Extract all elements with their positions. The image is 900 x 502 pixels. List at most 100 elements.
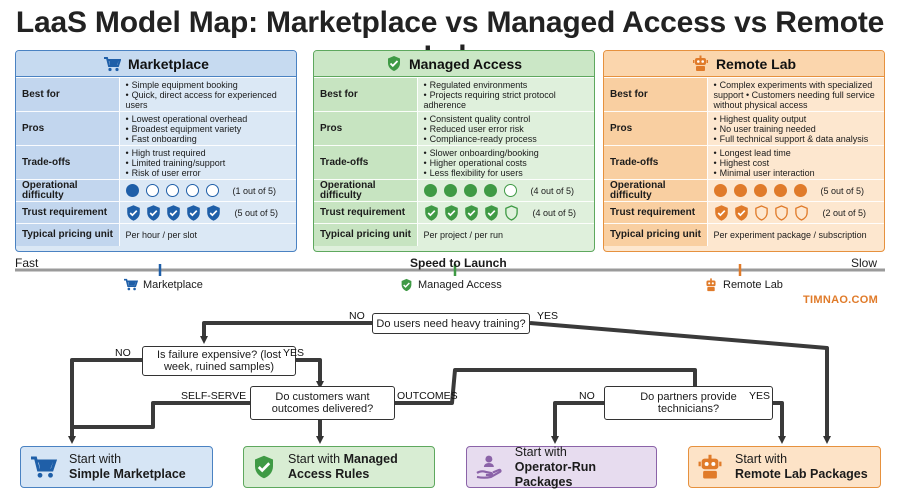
row-label-trust: Trust requirement <box>314 201 418 224</box>
rating-label: (4 out of 5) <box>530 185 575 196</box>
empty-dot-icon <box>185 184 199 197</box>
filled-shield-icon <box>464 204 478 221</box>
managed-access-card-header: Managed Access <box>314 51 594 77</box>
rating-label: (4 out of 5) <box>532 207 577 218</box>
remote-lab-card-title: Remote Lab <box>715 55 797 72</box>
outcome-line1: Start with <box>514 444 567 459</box>
remote-trust-rating: (2 out of 5) <box>714 204 885 221</box>
filled-dot-icon <box>753 184 767 197</box>
filled-dot-icon <box>443 184 457 197</box>
list-item: Consistent quality control <box>424 114 595 124</box>
filled-shield-icon <box>484 204 498 221</box>
remote-difficulty-rating: (5 out of 5) <box>713 184 885 197</box>
remote-lab-card: Remote Lab Best for Complex experiments … <box>603 50 885 252</box>
outcome-line2: Operator-Run Packages <box>514 459 597 489</box>
row-label-pricing: Typical pricing unit <box>16 223 120 246</box>
empty-dot-icon <box>165 184 179 197</box>
remote-pricing: Per experiment package / subscription <box>707 223 884 246</box>
filled-dot-icon <box>733 184 747 197</box>
outcome-line3: Access Rules <box>288 467 370 481</box>
managed-pricing: Per project / per run <box>417 223 594 246</box>
empty-shield-icon <box>504 204 518 221</box>
empty-shield-icon <box>754 204 768 221</box>
filled-dot-icon <box>713 184 727 197</box>
list-item: Reduced user error risk <box>424 124 595 134</box>
list-item: Limited training/support <box>126 158 297 168</box>
filled-dot-icon <box>773 184 787 197</box>
list-item: Full technical support & data analysis <box>714 134 885 144</box>
filled-shield-icon <box>444 204 458 221</box>
managed-best-for-list: Regulated environments Projects requirin… <box>424 80 595 110</box>
filled-dot-icon <box>423 184 437 197</box>
list-item: Fast onboarding <box>126 134 297 144</box>
filled-dot-icon <box>463 184 477 197</box>
brand-watermark: TIMNAO.COM <box>803 294 879 306</box>
question-outcomes-delivered: Do customers want outcomes delivered? <box>250 386 395 420</box>
filled-shield-icon <box>714 204 728 221</box>
rating-label: (1 out of 5) <box>232 185 277 196</box>
list-item: Less flexibility for users <box>424 168 595 178</box>
managed-difficulty-rating: (4 out of 5) <box>423 184 595 197</box>
scale-marker-marketplace: Marketplace <box>123 278 203 291</box>
hand-person-icon <box>476 455 502 479</box>
remote-tradeoffs-list: Longest lead time Highest cost Minimal u… <box>714 148 885 178</box>
marketplace-card: Marketplace Best for Simple equipment bo… <box>15 50 297 252</box>
question-failure-expensive: Is failure expensive? (lost week, ruined… <box>142 346 296 376</box>
list-item: Broadest equipment variety <box>126 124 297 134</box>
scale-marker-remote: Remote Lab <box>704 278 783 292</box>
outcome-line1: Start with <box>288 452 341 466</box>
row-label-pros: Pros <box>16 111 120 146</box>
question-technicians: Do partners provide technicians? <box>604 386 773 420</box>
managed-trust-rating: (4 out of 5) <box>424 204 595 221</box>
list-item: Regulated environments <box>424 80 595 90</box>
rating-label: (2 out of 5) <box>822 207 867 218</box>
empty-shield-icon <box>774 204 788 221</box>
shield-check-icon <box>401 278 412 292</box>
row-label-tradeoffs: Trade-offs <box>16 145 120 180</box>
managed-access-card: Managed Access Best for Regulated enviro… <box>313 50 595 252</box>
rating-label: (5 out of 5) <box>234 207 279 218</box>
row-label-best-for: Best for <box>314 77 418 112</box>
filled-shield-icon <box>146 204 160 221</box>
flow-label-no: NO <box>349 310 365 322</box>
managed-access-card-title: Managed Access <box>408 55 523 72</box>
speed-scale-line <box>15 264 885 276</box>
row-label-pros: Pros <box>604 111 708 146</box>
question-heavy-training: Do users need heavy training? <box>372 313 530 334</box>
list-item: Minimal user interaction <box>714 168 885 178</box>
robot-icon <box>706 278 716 292</box>
list-item: Higher operational costs <box>424 158 595 168</box>
row-label-pricing: Typical pricing unit <box>604 223 708 246</box>
row-label-difficulty: Operational difficulty <box>16 179 120 202</box>
robot-icon <box>692 55 708 71</box>
outcome-line2: Simple Marketplace <box>69 467 186 481</box>
flow-label-no: NO <box>579 390 595 402</box>
list-item: High trust required <box>126 148 297 158</box>
outcome-line1: Start with <box>69 452 122 466</box>
outcome-line2: Remote Lab Packages <box>735 467 868 481</box>
marketplace-difficulty-rating: (1 out of 5) <box>125 184 297 197</box>
flow-label-no: NO <box>115 347 131 359</box>
list-item: Highest quality output <box>714 114 885 124</box>
list-item: Complex experiments with specialized sup… <box>714 80 885 110</box>
filled-dot-icon <box>483 184 497 197</box>
cart-icon <box>31 456 57 478</box>
row-label-trust: Trust requirement <box>16 201 120 224</box>
shield-check-icon <box>387 56 400 71</box>
list-item: Slower onboarding/booking <box>424 148 595 158</box>
filled-shield-icon <box>186 204 200 221</box>
list-item: Highest cost <box>714 158 885 168</box>
flow-label-yes: YES <box>537 310 559 322</box>
managed-tradeoffs-list: Slower onboarding/booking Higher operati… <box>424 148 595 178</box>
row-label-tradeoffs: Trade-offs <box>604 145 708 180</box>
flow-label-outcomes: OUTCOMES <box>397 390 458 402</box>
marketplace-card-header: Marketplace <box>16 51 296 77</box>
scale-marker-label: Managed Access <box>418 279 502 291</box>
remote-pros-list: Highest quality output No user training … <box>714 114 885 144</box>
remote-best-for-list: Complex experiments with specialized sup… <box>714 80 885 110</box>
